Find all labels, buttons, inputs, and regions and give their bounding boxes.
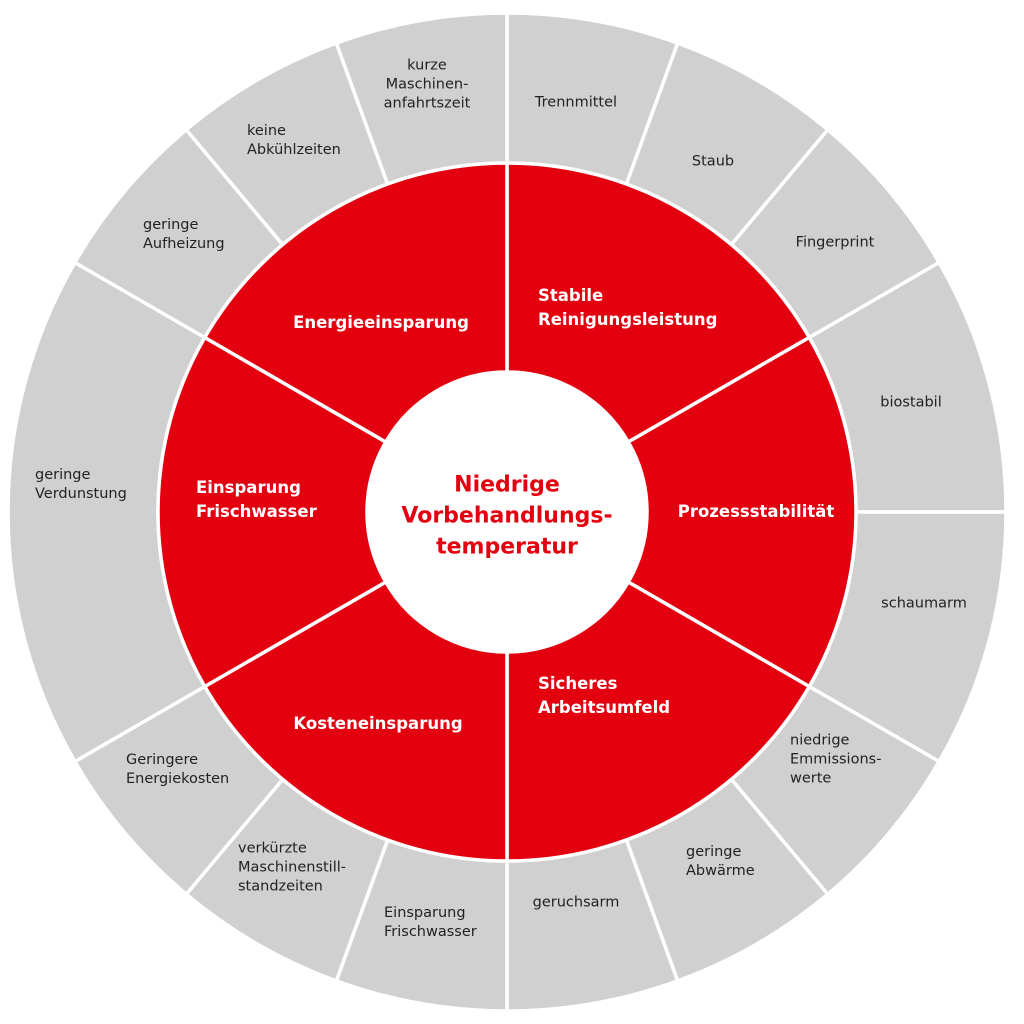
category-energieeinsparung: Energieeinsparung [293,313,469,332]
category-sicheres-arbeitsumfeld: Sicheres Arbeitsumfeld [538,674,671,717]
item-geringere-energiekosten: Geringere Energiekosten [126,752,230,787]
category-segment [156,335,389,689]
category-segment [505,579,812,863]
category-segment [625,335,858,689]
item-fingerprint: Fingerprint [795,234,875,251]
item-schaumarm: schaumarm [881,595,967,612]
item-biostabil: biostabil [880,394,942,411]
category-einsparung-frischwasser: Einsparung Frischwasser [196,478,317,521]
category-segment [202,579,509,863]
center-circle [368,373,646,651]
category-prozessstabilitaet: Prozessstabilität [677,502,835,521]
item-geringe-abwaerme: geringe Abwärme [686,844,755,879]
item-einsparung-frischwasser: Einsparung Frischwasser [384,905,477,940]
category-segment [505,161,812,445]
category-segment [202,161,509,445]
center-title: Niedrige Vorbehandlungs- temperatur [401,472,613,560]
item-kurze-anfahrtszeit: kurze Maschinen- anfahrtszeit [383,57,471,112]
item-geringe-verdunstung: geringe Verdunstung [35,467,127,502]
item-verkuerzte-stillstandzeiten: verkürzte Maschinenstill- standzeiten [238,840,346,895]
item-geringe-aufheizung: geringe Aufheizung [143,217,225,252]
item-staub: Staub [691,153,735,170]
item-geruchsarm: geruchsarm [532,894,620,911]
item-trennmittel: Trennmittel [534,94,618,111]
category-kosteneinsparung: Kosteneinsparung [293,714,463,733]
item-niedrige-emmissionswerte: niedrige Emmissions- werte [790,732,882,787]
item-keine-abkuehlzeiten: keine Abkühlzeiten [247,123,341,158]
category-stabile-reinigungsleistung: Stabile Reinigungsleistung [538,286,718,329]
